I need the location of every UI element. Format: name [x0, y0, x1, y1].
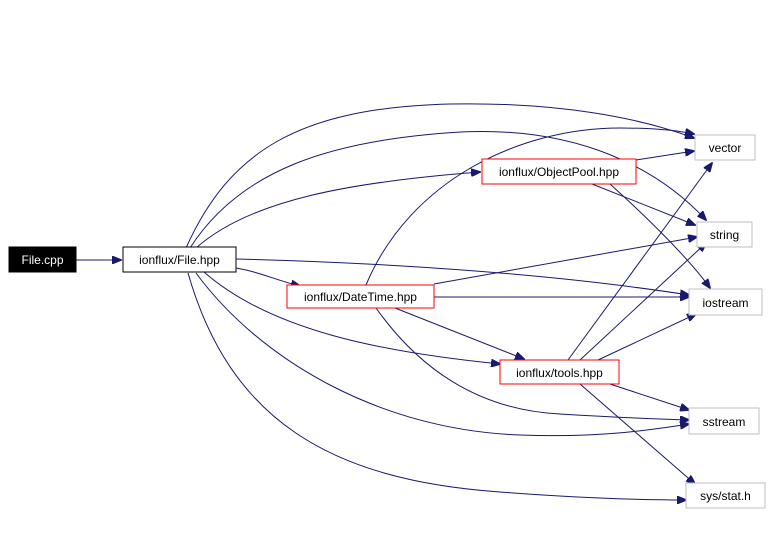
node-objectpool-hpp-label: ionflux/ObjectPool.hpp — [499, 165, 619, 179]
edge-datetime-to-tools — [394, 307, 524, 359]
edge-file-hpp-to-objectpool — [195, 172, 480, 249]
edge-file-hpp-to-string — [189, 130, 706, 249]
edge-file-hpp-to-sys-stat — [187, 272, 686, 500]
node-tools-hpp-label: ionflux/tools.hpp — [516, 366, 603, 380]
edge-objectpool-to-string — [591, 183, 695, 225]
edge-file-hpp-to-tools — [203, 271, 500, 364]
edge-datetime-to-sstream — [375, 307, 689, 420]
node-datetime-hpp-label: ionflux/DateTime.hpp — [304, 290, 417, 304]
node-sstream-label: sstream — [703, 415, 746, 429]
node-tools-hpp[interactable]: ionflux/tools.hpp — [499, 359, 620, 385]
node-vector-label: vector — [709, 141, 742, 155]
node-file-hpp-label: ionflux/File.hpp — [139, 253, 220, 267]
edge-tools-to-sstream — [609, 383, 689, 410]
edge-datetime-to-vector — [365, 127, 694, 286]
edge-tools-to-iostream — [597, 314, 696, 361]
node-file-cpp-label: File.cpp — [21, 253, 63, 267]
node-file-cpp[interactable]: File.cpp — [8, 246, 77, 273]
node-objectpool-hpp[interactable]: ionflux/ObjectPool.hpp — [481, 158, 637, 185]
node-iostream-label: iostream — [702, 296, 748, 310]
edge-file-hpp-to-sstream — [195, 272, 689, 437]
edge-tools-to-string — [579, 243, 706, 361]
edge-tools-to-sys-stat — [579, 383, 695, 484]
edge-tools-to-vector — [567, 163, 712, 361]
node-sys-stat-h-label: sys/stat.h — [700, 489, 751, 503]
node-sstream[interactable]: sstream — [688, 407, 760, 435]
edge-file-hpp-to-vector — [185, 103, 694, 249]
node-datetime-hpp[interactable]: ionflux/DateTime.hpp — [286, 284, 435, 309]
edge-objectpool-to-vector — [635, 151, 694, 161]
edge-datetime-to-string — [433, 237, 697, 285]
nodes: File.cpp ionflux/File.hpp ionflux/Object… — [8, 134, 766, 509]
edges — [76, 103, 712, 500]
node-sys-stat-h[interactable]: sys/stat.h — [685, 482, 766, 509]
node-vector[interactable]: vector — [694, 134, 756, 161]
node-string-label: string — [710, 228, 739, 242]
node-file-hpp[interactable]: ionflux/File.hpp — [122, 246, 237, 273]
node-string[interactable]: string — [696, 221, 753, 248]
edge-file-hpp-to-iostream — [235, 258, 689, 295]
node-iostream[interactable]: iostream — [688, 288, 763, 316]
edge-file-hpp-to-datetime — [235, 267, 300, 286]
edge-objectpool-to-iostream — [609, 183, 710, 288]
